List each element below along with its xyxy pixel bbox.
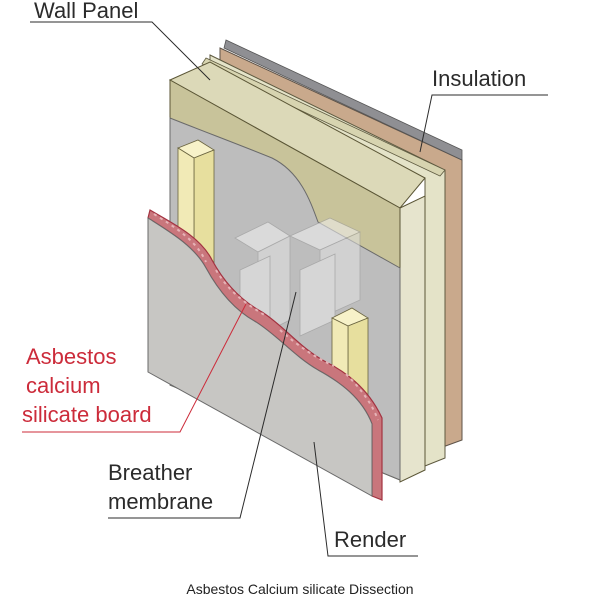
render-label: Render (334, 527, 406, 552)
insulation-label: Insulation (432, 66, 526, 91)
asbestos-label-line3: silicate board (22, 402, 152, 427)
asbestos-label-line2: calcium (26, 373, 101, 398)
wall-panel-leader (30, 22, 210, 80)
diagram-caption: Asbestos Calcium silicate Dissection (186, 581, 413, 597)
breather-label-line1: Breather (108, 460, 192, 485)
breather-label-line2: membrane (108, 489, 213, 514)
asbestos-label-line1: Asbestos (26, 344, 117, 369)
wall-panel-label: Wall Panel (34, 0, 138, 23)
